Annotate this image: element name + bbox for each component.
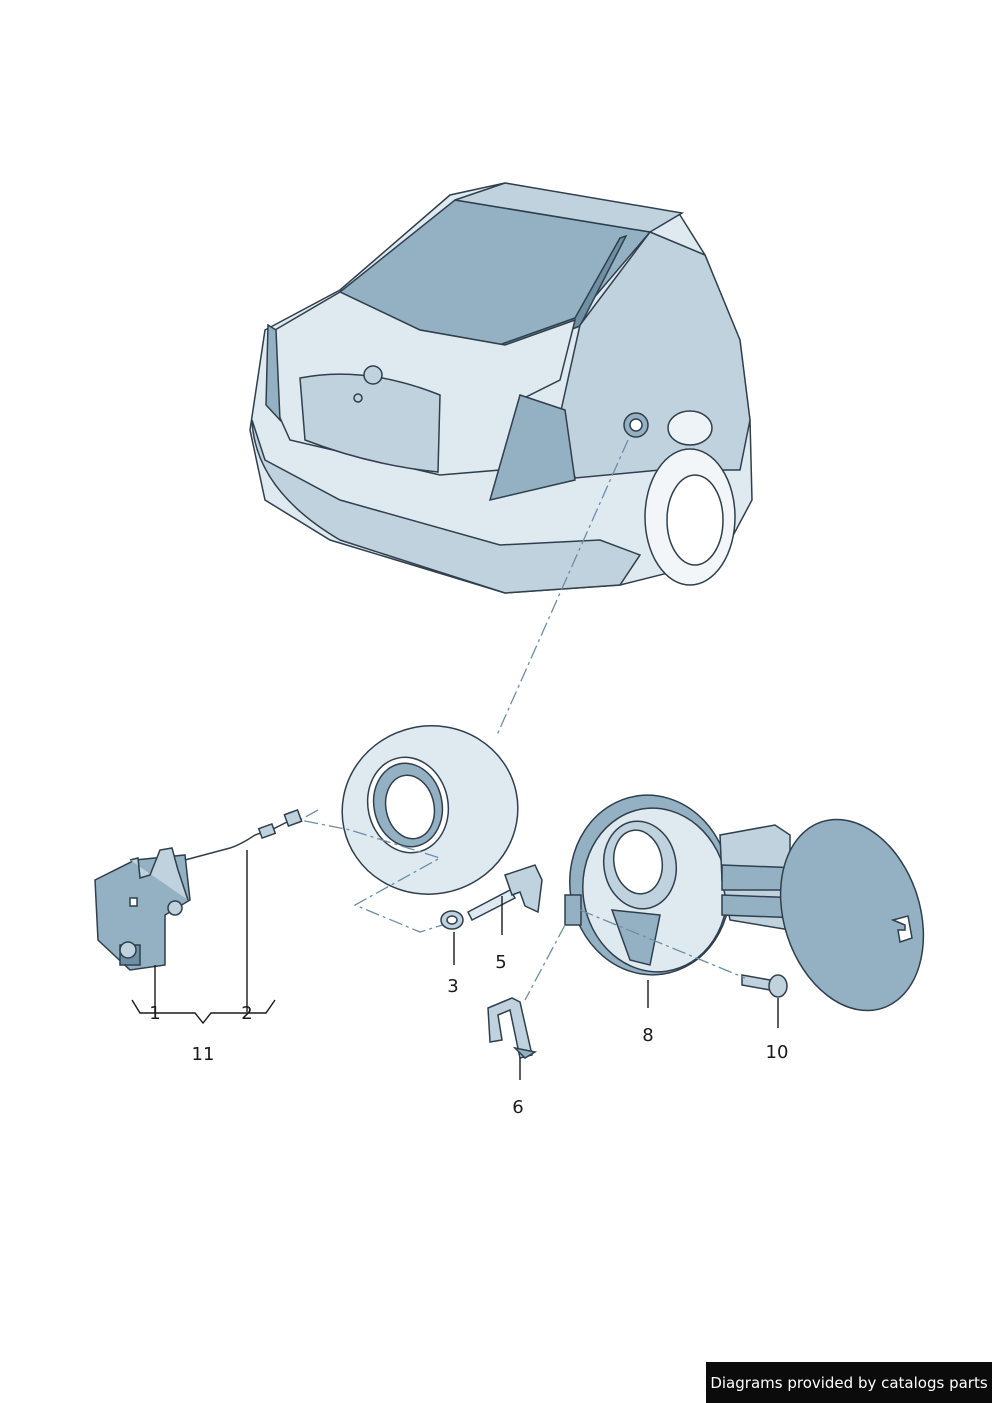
lock-bolt bbox=[119, 941, 137, 959]
part-1-lock-actuator bbox=[94, 847, 191, 971]
part-6-clip bbox=[487, 997, 538, 1059]
callout-8: 8 bbox=[642, 1025, 653, 1046]
part-8-filler-housing bbox=[564, 794, 801, 976]
part-10-screw bbox=[741, 974, 788, 998]
callout-1: 1 bbox=[149, 1003, 160, 1024]
callout-2: 2 bbox=[241, 1003, 252, 1024]
tail-light-right bbox=[488, 394, 576, 502]
fuel-flap-on-car bbox=[667, 410, 713, 446]
callout-6: 6 bbox=[512, 1097, 523, 1118]
callout-5: 5 bbox=[495, 952, 506, 973]
callout-3: 3 bbox=[447, 976, 458, 997]
leader-lines bbox=[131, 850, 779, 1080]
dashed-locator-line bbox=[496, 439, 629, 736]
number-plate-recess bbox=[299, 373, 441, 473]
callout-11: 11 bbox=[192, 1044, 215, 1065]
callout-10: 10 bbox=[766, 1042, 789, 1063]
car-rear-illustration bbox=[249, 182, 753, 594]
callout-labels: 1 2 3 5 6 8 10 11 bbox=[149, 952, 788, 1118]
part-3-washer bbox=[440, 910, 464, 930]
screw-dashed-line bbox=[579, 909, 746, 979]
filler-housing-ring bbox=[341, 725, 519, 895]
wheel bbox=[666, 474, 724, 566]
credit-banner: Diagrams provided by catalogs parts bbox=[706, 1362, 992, 1403]
part-2-release-cable bbox=[184, 809, 303, 861]
fuel-flap-door bbox=[779, 818, 925, 1012]
badge bbox=[363, 365, 383, 385]
clip-dashed-line bbox=[524, 924, 566, 1001]
tail-light-left bbox=[265, 323, 281, 422]
part-5-lock-pin bbox=[467, 864, 543, 922]
assembly-brace-11 bbox=[131, 999, 276, 1025]
